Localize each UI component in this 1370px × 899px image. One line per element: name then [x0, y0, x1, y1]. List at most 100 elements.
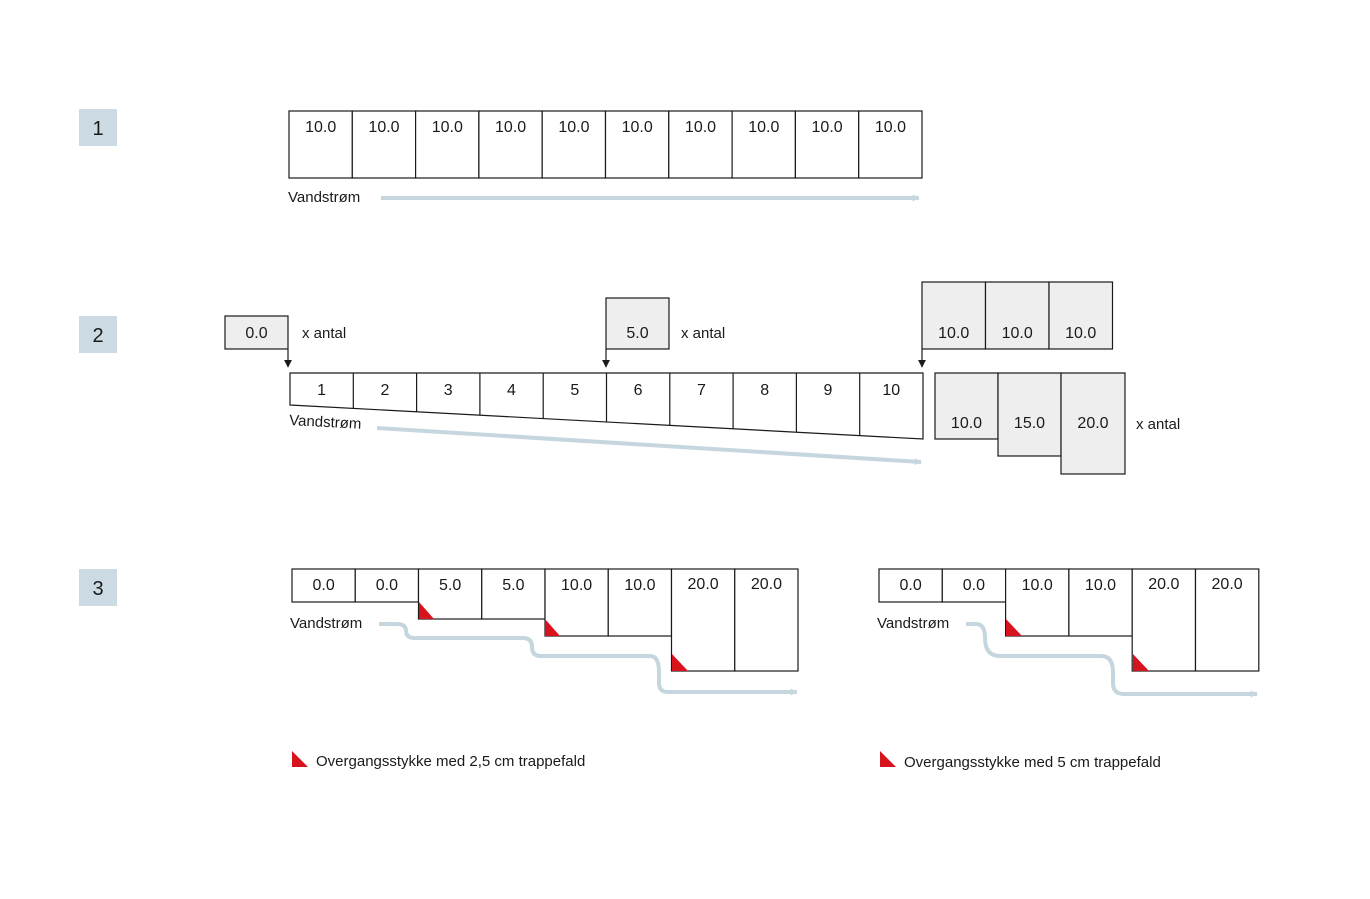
channel-cell — [670, 568, 736, 672]
insert-end-value: 10.0 — [951, 415, 982, 432]
cell-value: 10.0 — [368, 119, 399, 136]
flow-label: Vandstrøm — [289, 412, 362, 433]
channel-cell — [291, 568, 356, 603]
insert-start-value: 0.0 — [245, 325, 267, 342]
insert-end-value: 10.0 — [1065, 325, 1096, 342]
cell-value: 10.0 — [748, 119, 779, 136]
step-3: 3 0.0 0.0 5.0 5.0 10.0 10.0 20.0 20.0 Va… — [79, 568, 1260, 771]
segment-number: 8 — [760, 382, 769, 399]
channel-cell — [544, 568, 609, 637]
cell-value: 10.0 — [305, 119, 336, 136]
segment-number: 7 — [697, 382, 706, 399]
step-3-number: 3 — [92, 578, 103, 600]
cell-value: 0.0 — [963, 577, 985, 594]
cell-value: 0.0 — [312, 577, 334, 594]
cell-value: 10.0 — [558, 119, 589, 136]
cell-value: 10.0 — [561, 577, 592, 594]
channel-cell — [288, 110, 353, 179]
step-2-badge — [79, 316, 117, 353]
channel-cell — [604, 110, 670, 179]
flow-arrow — [379, 622, 798, 696]
segment-number: 4 — [507, 382, 516, 399]
cell-value: 10.0 — [622, 119, 653, 136]
channel-cell — [417, 568, 483, 620]
sloped-channel: 1 2 3 4 5 6 7 8 9 10 — [289, 372, 924, 440]
channel-cell — [734, 568, 799, 672]
segment-number: 2 — [380, 382, 389, 399]
cell-value: 0.0 — [376, 577, 398, 594]
channel-cell — [731, 110, 796, 179]
channel-cell — [415, 110, 480, 179]
cell-value: 10.0 — [1022, 577, 1053, 594]
channel-cell — [1004, 568, 1070, 637]
flow-label: Vandstrøm — [288, 189, 360, 206]
channel-cell — [1194, 568, 1260, 672]
cell-value: 10.0 — [624, 577, 655, 594]
channel-cell — [858, 110, 923, 179]
channel-cell — [481, 568, 546, 620]
insert-box-end — [997, 372, 1062, 457]
legend-text: Overgangsstykke med 2,5 cm trappefald — [316, 753, 585, 770]
transition-marker — [672, 654, 688, 671]
step-1: 1 10.0 10.0 10.0 10.0 10.0 10.0 10.0 10.… — [79, 109, 923, 206]
cell-value: 5.0 — [502, 577, 524, 594]
transition-marker — [545, 619, 560, 636]
segment-number: 1 — [317, 382, 326, 399]
flow-arrow — [966, 622, 1258, 698]
insert-box-middle — [605, 297, 670, 350]
insert-end-value: 20.0 — [1077, 415, 1108, 432]
step-3-badge — [79, 569, 117, 606]
cell-value: 10.0 — [685, 119, 716, 136]
insert-end-value: 15.0 — [1014, 415, 1045, 432]
segment-number: 10 — [882, 382, 900, 399]
flow-arrow — [376, 426, 922, 466]
segment-number: 6 — [634, 382, 643, 399]
channel-cell — [541, 110, 607, 179]
step-1-number: 1 — [92, 118, 103, 140]
insert-end-value: 10.0 — [938, 325, 969, 342]
channel-cell — [794, 110, 860, 179]
cell-value: 10.0 — [875, 119, 906, 136]
cell-value: 0.0 — [899, 577, 921, 594]
channel-cell — [607, 568, 673, 637]
cell-value: 20.0 — [1212, 576, 1243, 593]
flow-label: Vandstrøm — [877, 615, 949, 632]
step-1-badge — [79, 109, 117, 146]
cell-value: 10.0 — [432, 119, 463, 136]
insert-box-end — [1060, 372, 1126, 475]
cell-value: 10.0 — [812, 119, 843, 136]
channel-cell — [351, 110, 417, 179]
stepped-channel-right: 0.0 0.0 10.0 10.0 20.0 20.0 — [878, 568, 1260, 672]
stepped-channel-left: 0.0 0.0 5.0 5.0 10.0 10.0 20.0 20.0 — [291, 568, 799, 672]
legend-marker-icon — [292, 751, 308, 767]
cell-value: 10.0 — [1085, 577, 1116, 594]
cell-value: 20.0 — [751, 576, 782, 593]
transition-marker — [1006, 619, 1022, 636]
legend-marker-icon — [880, 751, 896, 767]
segment-number: 3 — [444, 382, 453, 399]
legend-text: Overgangsstykke med 5 cm trappefald — [904, 754, 1161, 771]
channel-cell — [354, 568, 420, 603]
flow-label: Vandstrøm — [290, 615, 362, 632]
cell-value: 20.0 — [688, 576, 719, 593]
step-2: 2 0.0 x antal 5.0 x antal 10.0 10.0 10.0 — [79, 281, 1180, 475]
insert-middle-value: 5.0 — [626, 325, 648, 342]
insert-end-value: 10.0 — [1002, 325, 1033, 342]
cell-value: 10.0 — [495, 119, 526, 136]
insert-middle-label: x antal — [681, 325, 725, 342]
cell-value: 20.0 — [1148, 576, 1179, 593]
insert-box-end — [921, 281, 987, 350]
channel-cell — [1131, 568, 1197, 672]
channel-cell — [941, 568, 1007, 603]
insert-end-label: x antal — [1136, 416, 1180, 433]
step-2-number: 2 — [92, 325, 103, 347]
segment-number: 9 — [824, 382, 833, 399]
step-1-cells: 10.0 10.0 10.0 10.0 10.0 10.0 10.0 10.0 … — [288, 110, 923, 179]
transition-marker — [1133, 654, 1149, 671]
cell-value: 5.0 — [439, 577, 461, 594]
insert-box-start — [224, 315, 289, 350]
insert-box-end — [1048, 281, 1114, 350]
segment-number: 5 — [570, 382, 579, 399]
transition-marker — [419, 602, 434, 619]
